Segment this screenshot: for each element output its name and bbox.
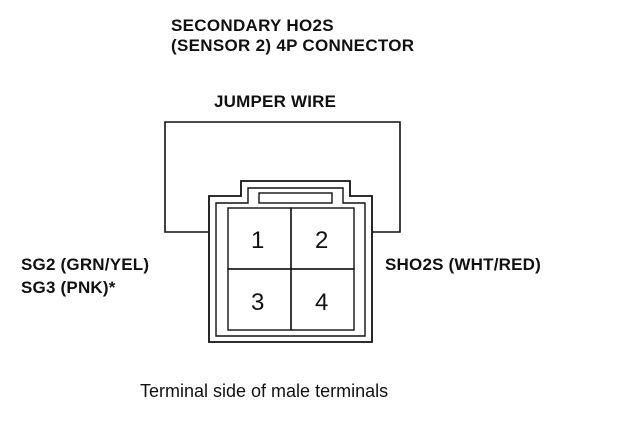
connector-lock-tab (258, 192, 333, 204)
jumper-wire-label: JUMPER WIRE (214, 92, 337, 111)
terminal-number-3: 3 (251, 289, 264, 316)
terminal-number-1: 1 (251, 227, 264, 254)
right-wire-label: SHO2S (WHT/RED) (385, 255, 541, 274)
terminal-cavity-4 (290, 268, 355, 331)
connector-housing-inner (215, 187, 366, 337)
connector-housing (208, 180, 373, 343)
diagram-caption: Terminal side of male terminals (140, 381, 389, 401)
left-wire-label-2: SG3 (PNK)* (21, 278, 116, 297)
diagram-title-line-2: (SENSOR 2) 4P CONNECTOR (171, 36, 415, 55)
left-wire-label-1: SG2 (GRN/YEL) (21, 255, 150, 274)
terminal-number-2: 2 (315, 227, 328, 254)
diagram-title-line-1: SECONDARY HO2S (171, 16, 334, 35)
jumper-wire (164, 121, 401, 233)
terminal-number-4: 4 (315, 289, 328, 316)
